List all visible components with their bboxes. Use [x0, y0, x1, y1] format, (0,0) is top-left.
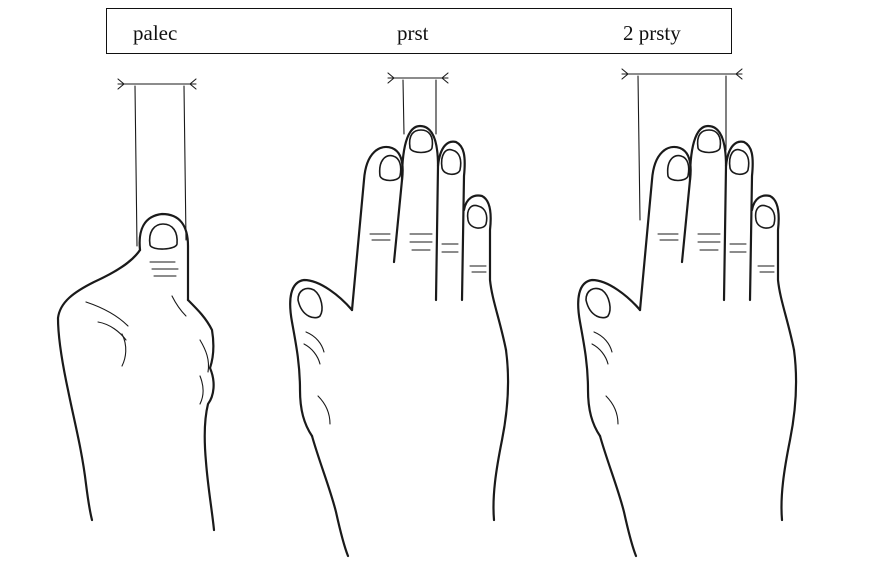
finger-width-marker	[388, 73, 448, 134]
two-fingers-hand-drawing	[578, 69, 796, 556]
thumb-hand-drawing	[58, 79, 214, 530]
finger-hand-drawing	[290, 73, 508, 556]
thumb-width-marker	[118, 79, 196, 246]
